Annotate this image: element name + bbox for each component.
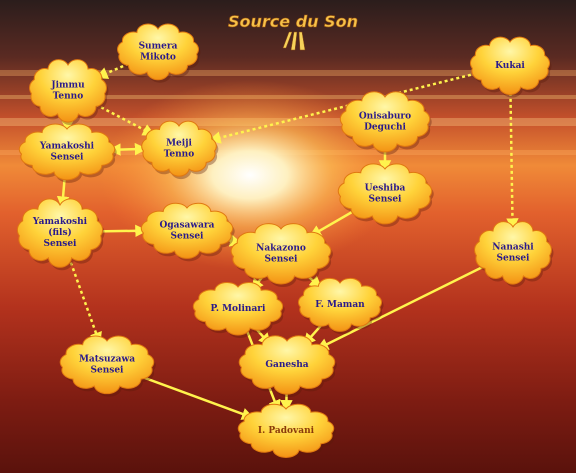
cloud-shape: [29, 59, 107, 123]
node-yamakoshi_fils: Yamakoshi(fils)Sensei: [16, 198, 105, 271]
node-label: Nanashi: [492, 243, 534, 253]
node-label: Sensei: [497, 254, 531, 264]
title: Source du Son: [228, 12, 358, 51]
node-label: Meiji: [166, 139, 192, 149]
cloud-shape: [59, 335, 155, 395]
node-label: Tenno: [164, 150, 194, 160]
node-label: Jimmu: [50, 81, 85, 91]
node-label: Sensei: [91, 366, 125, 376]
cloud-shape: [117, 23, 199, 81]
cloud-shape: [18, 123, 116, 181]
cloud-shape: [298, 277, 382, 332]
node-label: P. Molinari: [211, 304, 266, 314]
node-label: Sensei: [51, 153, 85, 163]
node-ganesha: Ganesha: [238, 335, 337, 398]
cloud-shape: [192, 281, 284, 336]
node-label: Mikoto: [140, 53, 176, 63]
node-label: Kukai: [495, 61, 525, 71]
nodes: SumeraMikotoJimmuTennoMeijiTennoYamakosh…: [16, 23, 554, 461]
edge-yamakoshi_fils-to-ogasawara: [98, 224, 148, 238]
node-label: Tenno: [53, 92, 83, 102]
cloud-shape: [238, 335, 336, 395]
edge-yamakoshi-to-meiji: [108, 142, 148, 156]
node-label: Ueshiba: [365, 184, 406, 194]
node-label: Sensei: [44, 239, 78, 249]
node-label: Sensei: [369, 195, 403, 205]
edge-ueshiba-to-nakazono: [308, 208, 357, 238]
node-label: (fils): [48, 227, 72, 238]
node-label: Sensei: [265, 255, 299, 265]
node-label: F. Maman: [315, 300, 365, 310]
node-label: I. Padovani: [258, 426, 315, 436]
cloud-shape: [474, 221, 552, 285]
node-label: Yamakoshi: [32, 217, 88, 227]
edge-kukai-to-meiji: [208, 72, 477, 144]
cloud-shape: [339, 91, 431, 153]
node-maman: F. Maman: [298, 277, 384, 335]
edge-nanashi-to-ganesha: [315, 264, 486, 350]
node-padovani: I. Padovani: [237, 403, 336, 461]
cloud-shape: [230, 223, 332, 285]
node-label: Sumera: [139, 42, 178, 52]
node-label: Onisaburo: [359, 112, 411, 122]
node-label: Ganesha: [265, 360, 308, 370]
cloud-shape: [237, 403, 335, 458]
edge-matsuzawa-to-padovani: [141, 375, 255, 420]
node-label: Deguchi: [364, 123, 406, 133]
cloud-shape: [140, 202, 234, 259]
node-kukai: Kukai: [470, 36, 552, 98]
node-label: Matsuzawa: [79, 355, 135, 365]
title-text: Source du Son: [228, 12, 358, 31]
node-label: Sensei: [171, 232, 205, 242]
cloud-shape: [16, 198, 104, 268]
edge-jimmu-to-meiji: [95, 103, 156, 136]
cloud-shape: [337, 163, 433, 225]
node-label: Ogasawara: [159, 221, 214, 231]
cloud-shape: [470, 36, 550, 95]
node-label: Yamakoshi: [39, 142, 95, 152]
node-label: Nakazono: [256, 244, 306, 254]
node-molinari: P. Molinari: [192, 281, 285, 338]
cloud-shape: [141, 120, 217, 177]
light-rays-icon: [282, 31, 306, 51]
